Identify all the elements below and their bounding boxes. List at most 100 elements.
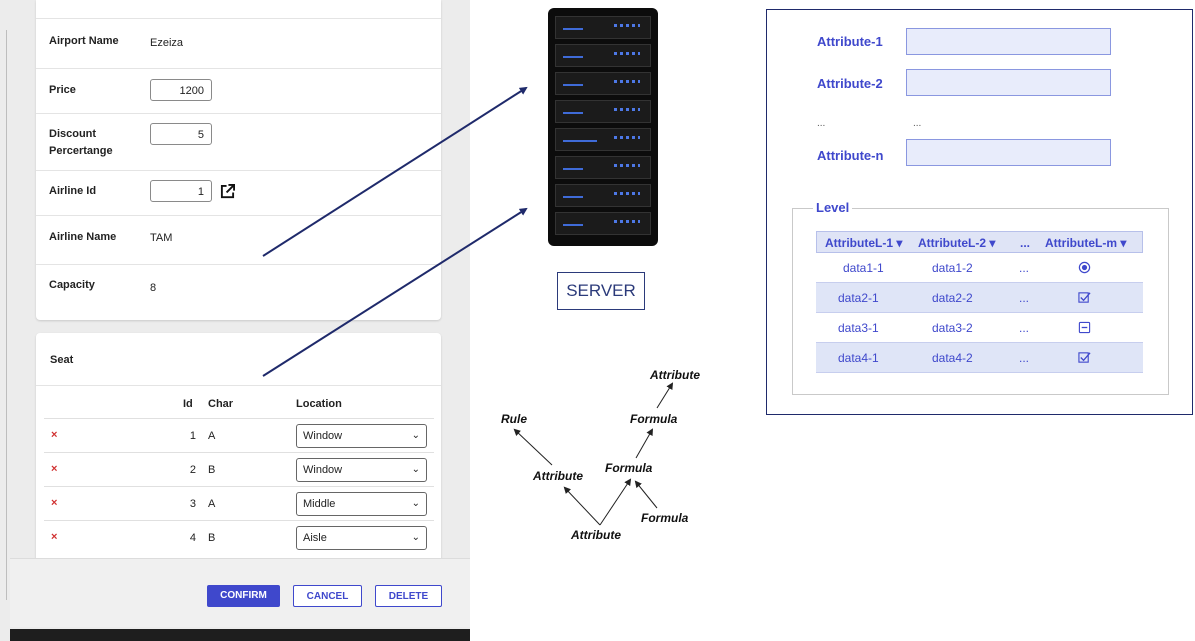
- table-row: × 4 B Aisle⌄: [44, 520, 434, 555]
- graph-edge: [513, 428, 553, 466]
- location-select[interactable]: Middle ⌄: [296, 492, 427, 516]
- airport-name-value: Ezeiza: [150, 37, 184, 49]
- table-row: × 1 A Window⌄: [44, 418, 434, 453]
- seat-id: 2: [189, 464, 196, 476]
- server-label: SERVER: [557, 272, 645, 310]
- table-row: × 3 A Middle ⌄: [44, 486, 434, 521]
- checkbox-icon[interactable]: [1078, 291, 1091, 304]
- cell: data3-1: [838, 321, 879, 335]
- delete-button[interactable]: DELETE: [375, 585, 442, 607]
- delete-row-icon[interactable]: ×: [51, 429, 58, 441]
- cell: data1-1: [843, 261, 884, 275]
- seat-id: 3: [189, 498, 196, 510]
- graph-edge: [635, 428, 653, 459]
- divider: [36, 385, 441, 386]
- graph-edge: [599, 478, 632, 526]
- cell: ...: [1019, 351, 1030, 365]
- checkbox-icon[interactable]: [1078, 351, 1091, 364]
- location-value: Aisle: [303, 532, 327, 544]
- seat-grid-card: Seat Id Char Location × 1 A Window⌄ × 2 …: [36, 333, 441, 573]
- rack-unit: [555, 212, 651, 235]
- confirm-button[interactable]: CONFIRM: [207, 585, 280, 607]
- price-input[interactable]: 1200: [150, 79, 212, 101]
- graph-node: Formula: [630, 412, 678, 426]
- location-select[interactable]: Window⌄: [296, 458, 427, 482]
- field-airline-name: Airline Name TAM: [36, 215, 441, 265]
- delete-row-icon[interactable]: ×: [51, 463, 58, 475]
- bottom-bar: [10, 629, 470, 641]
- attribute-input[interactable]: [906, 69, 1111, 96]
- location-value: Window: [303, 464, 343, 476]
- location-select[interactable]: Aisle ⌄: [296, 526, 427, 550]
- card-top-strip: [36, 0, 441, 19]
- transaction-form-panel: Airport Name Ezeiza Price 1200 Discount …: [0, 0, 470, 641]
- level-title: Level: [813, 200, 853, 215]
- field-label: Airport Name: [49, 35, 119, 47]
- cell: ...: [1019, 261, 1030, 275]
- col-header: ...: [1020, 236, 1031, 250]
- rack-unit: [555, 100, 651, 123]
- seat-title: Seat: [50, 354, 74, 366]
- col-header[interactable]: AttributeL-1 ▾: [825, 236, 903, 250]
- seat-id: 1: [189, 430, 196, 442]
- attribute-input[interactable]: [906, 28, 1111, 55]
- airline-name-value: TAM: [150, 232, 173, 244]
- graph-node: Attribute: [533, 469, 583, 483]
- table-row: × 2 B Window⌄: [44, 452, 434, 487]
- graph-node: Rule: [501, 412, 528, 426]
- minus-box-icon[interactable]: [1078, 321, 1091, 334]
- rack-unit: [555, 44, 651, 67]
- seat-char: B: [208, 464, 216, 476]
- graph-node: Attribute: [650, 368, 700, 382]
- cancel-button[interactable]: CANCEL: [293, 585, 362, 607]
- discount-input[interactable]: 5: [150, 123, 212, 145]
- col-header-location: Location: [296, 398, 342, 410]
- delete-row-icon[interactable]: ×: [51, 497, 58, 509]
- field-airport-name: Airport Name Ezeiza: [36, 19, 441, 69]
- field-airline-id: Airline Id 1: [36, 170, 441, 216]
- level-grid-header: AttributeL-1 ▾ AttributeL-2 ▾ ... Attrib…: [816, 231, 1143, 253]
- field-price: Price 1200: [36, 68, 441, 114]
- level-group: Level AttributeL-1 ▾ AttributeL-2 ▾ ... …: [792, 200, 1169, 395]
- form-footer: CONFIRM CANCEL DELETE: [10, 558, 470, 627]
- field-label: Discount Percertange: [49, 128, 113, 157]
- attribute-label: Attribute-n: [817, 148, 884, 163]
- cell: data2-1: [838, 291, 879, 305]
- attribute-label: Attribute-2: [817, 76, 883, 91]
- table-row: data1-1 data1-2 ...: [816, 253, 1143, 283]
- col-header[interactable]: AttributeL-2 ▾: [918, 236, 996, 250]
- attribute-input[interactable]: [906, 139, 1111, 166]
- cell: ...: [1019, 291, 1030, 305]
- table-row: data2-1 data2-2 ...: [816, 283, 1143, 313]
- rack-unit: [555, 156, 651, 179]
- seat-char: A: [208, 498, 216, 510]
- ellipsis: ...: [817, 118, 826, 129]
- location-value: Window: [303, 430, 343, 442]
- graph-node: Formula: [605, 461, 653, 475]
- fields-card: Airport Name Ezeiza Price 1200 Discount …: [36, 0, 441, 320]
- radio-icon[interactable]: [1078, 261, 1091, 274]
- field-label: Airline Id: [49, 185, 97, 197]
- location-value: Middle: [303, 498, 336, 510]
- graph-node: Formula: [641, 511, 689, 525]
- attribute-label: Attribute-1: [817, 34, 883, 49]
- col-header[interactable]: AttributeL-m ▾: [1045, 236, 1127, 250]
- graph-edge: [563, 486, 601, 526]
- seat-char: B: [208, 532, 216, 544]
- open-link-icon[interactable]: [220, 184, 235, 199]
- chevron-down-icon: ⌄: [411, 532, 420, 543]
- rack-unit: [555, 72, 651, 95]
- location-select[interactable]: Window⌄: [296, 424, 427, 448]
- graph-edge: [634, 480, 658, 509]
- airline-id-input[interactable]: 1: [150, 180, 212, 202]
- arrow-line: [262, 86, 528, 257]
- col-header-id: Id: [183, 398, 193, 410]
- delete-row-icon[interactable]: ×: [51, 531, 58, 543]
- seat-char: A: [208, 430, 216, 442]
- chevron-down-icon: ⌄: [411, 498, 420, 509]
- rack-unit: [555, 128, 651, 151]
- cell: data1-2: [932, 261, 973, 275]
- field-label: Price: [49, 84, 76, 96]
- table-row: data3-1 data3-2 ...: [816, 313, 1143, 343]
